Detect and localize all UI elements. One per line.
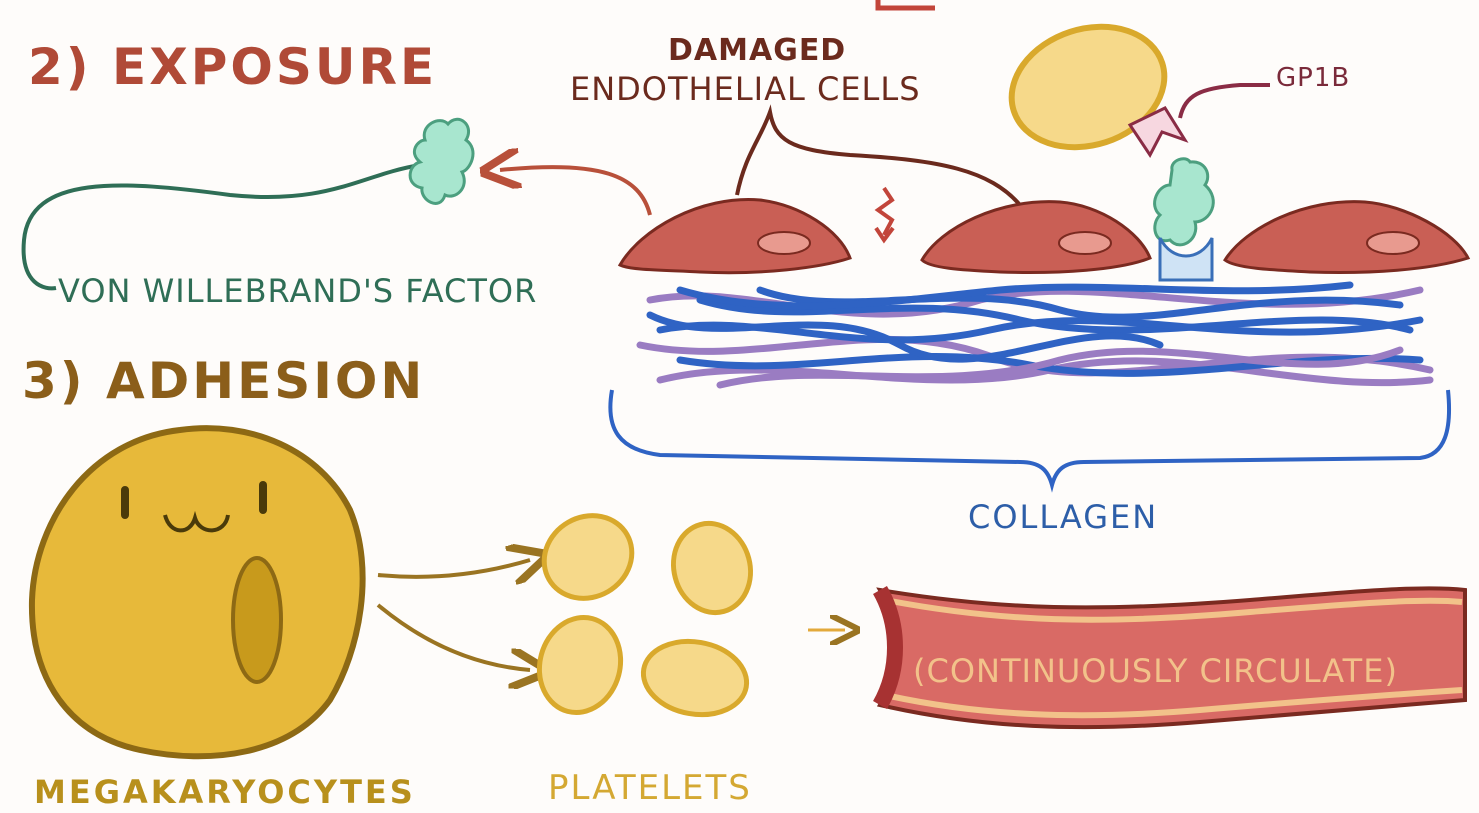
endothelial-cell-2 [920, 200, 1152, 274]
endothelial-cells-label: ENDOTHELIAL CELLS [570, 70, 921, 108]
endothelial-bracket [735, 104, 1022, 207]
gp1b-pointer [1178, 83, 1270, 119]
gp1b-label: GP1B [1276, 63, 1351, 93]
platelets-label: PLATELETS [548, 768, 752, 808]
continuously-circulate-label: (CONTINUOUSLY CIRCULATE) [913, 652, 1398, 690]
vwf-strand [21, 163, 421, 291]
gp1b-receptor-icon [1127, 106, 1189, 158]
vwf-protein-icon [408, 117, 475, 205]
megakaryocytes-label: MEGAKARYOCYTES [34, 773, 416, 811]
bound-vwf-icon [1153, 157, 1215, 247]
collagen-brace [608, 389, 1452, 493]
mega-arrow-lower [376, 603, 530, 670]
exposure-heading: 2) EXPOSURE [28, 38, 438, 96]
top-red-mark [875, 0, 935, 11]
adhesion-heading: 3) ADHESION [22, 352, 426, 410]
von-willebrands-factor-label: VON WILLEBRAND'S FACTOR [58, 272, 538, 310]
megakaryocyte-cell [28, 425, 366, 760]
adhering-platelet [1008, 23, 1168, 151]
release-arrow [500, 167, 652, 216]
collagen-label: COLLAGEN [968, 498, 1159, 536]
endothelial-cell-1 [617, 198, 852, 275]
platelet-group [536, 513, 754, 718]
blood-vessel [872, 586, 1467, 730]
endothelial-cell-3 [1223, 200, 1471, 274]
damage-squiggle-icon [874, 186, 895, 236]
collagen-fibers [636, 281, 1434, 389]
collagen-binding-cup [1158, 237, 1214, 282]
mega-arrow-upper [377, 560, 530, 577]
damaged-label: DAMAGED [668, 33, 847, 68]
